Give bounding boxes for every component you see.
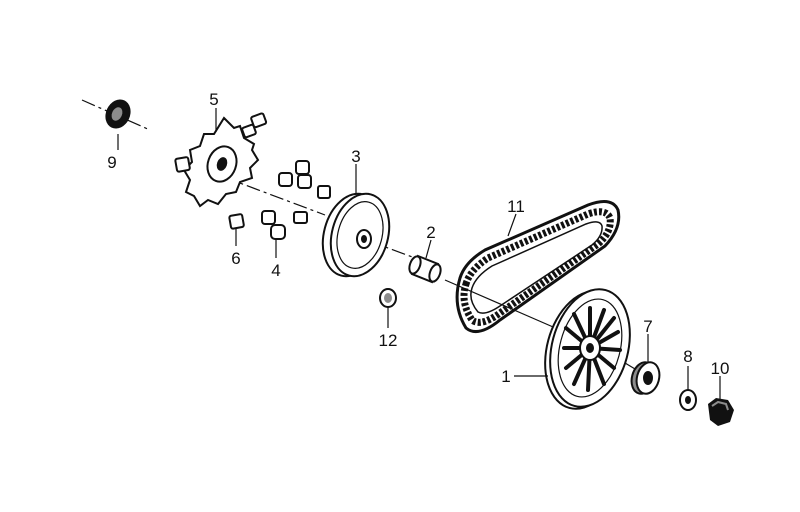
callout-8: 8 xyxy=(683,347,692,366)
callout-9: 9 xyxy=(107,153,116,172)
oil-seal-part xyxy=(105,99,131,129)
weight-rollers-part xyxy=(261,160,331,240)
collar-part xyxy=(408,254,442,284)
callout-6: 6 xyxy=(231,249,240,268)
drive-face-part xyxy=(321,192,391,278)
callout-10: 10 xyxy=(711,359,730,378)
callout-7: 7 xyxy=(643,317,652,336)
callout-3: 3 xyxy=(351,147,360,166)
fan-face-part xyxy=(544,288,631,410)
flange-washer-part xyxy=(630,361,661,395)
callout-11: 11 xyxy=(507,197,525,216)
callout-5: 5 xyxy=(209,90,218,109)
callout-4: 4 xyxy=(271,261,280,280)
ring-part xyxy=(379,288,397,308)
callout-2: 2 xyxy=(426,223,435,242)
flat-washer-part xyxy=(679,389,697,411)
ramp-plate-part xyxy=(182,116,260,208)
slider-pieces-part xyxy=(174,112,268,230)
nut-part xyxy=(708,398,734,426)
callout-1: 1 xyxy=(501,367,510,386)
callout-12: 12 xyxy=(379,331,398,350)
drive-belt-part xyxy=(455,199,621,334)
leader-lines xyxy=(117,108,721,400)
